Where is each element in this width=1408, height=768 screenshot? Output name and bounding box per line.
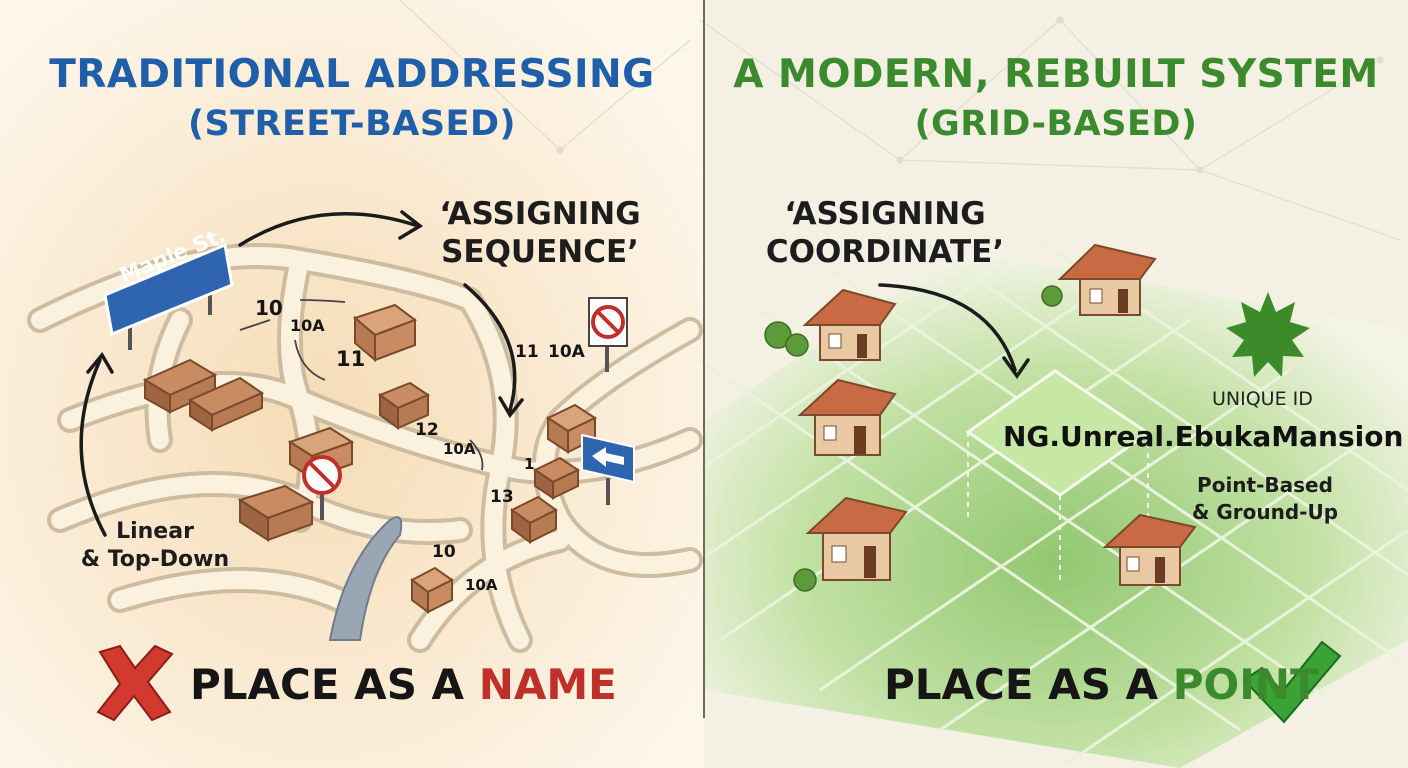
no-entry-sign-icon	[302, 455, 342, 520]
left-conclusion: PLACE AS A NAME	[190, 660, 617, 709]
house-number: 11	[336, 347, 366, 371]
check-mark-icon	[1242, 640, 1342, 724]
house-number: 13	[490, 487, 514, 507]
house-number: 10A	[443, 440, 476, 458]
building	[532, 456, 581, 500]
small-sequence-arrows	[239, 299, 484, 471]
unique-id-label: UNIQUE ID	[1212, 388, 1313, 410]
house-number: 10	[255, 296, 283, 320]
house	[805, 496, 908, 581]
grid-ground	[704, 250, 1408, 768]
building	[142, 358, 218, 414]
house	[1102, 513, 1197, 586]
starburst-icon	[1226, 292, 1310, 377]
house-number: 12	[415, 420, 439, 440]
left-arrow-sign-icon	[581, 433, 635, 505]
building	[237, 484, 315, 542]
right-side-note: Point-Based & Ground-Up	[1191, 473, 1339, 524]
left-title: TRADITIONAL ADDRESSING	[49, 52, 655, 97]
unique-id-value: NG.Unreal.EbukaMansion	[1003, 420, 1404, 453]
building	[510, 495, 558, 544]
right-conclusion: PLACE AS A POINT	[884, 660, 1319, 709]
house-number: 10A	[548, 342, 585, 362]
building	[352, 303, 418, 363]
house-number: 1	[524, 455, 535, 473]
right-title: A MODERN, REBUILT SYSTEM	[733, 52, 1379, 97]
building	[187, 376, 265, 432]
street-sign	[103, 242, 234, 350]
no-pedestrian-sign-icon	[588, 297, 628, 372]
point-highlight: POINT	[1172, 660, 1319, 709]
coordinate-annotation: ‘ASSIGNING COORDINATE’	[765, 196, 1005, 270]
network-pattern	[399, 0, 1401, 241]
building	[377, 381, 431, 430]
left-subtitle: (STREET-BASED)	[187, 104, 517, 144]
house-number: 10A	[290, 316, 325, 335]
building	[410, 566, 454, 614]
house	[1057, 243, 1157, 316]
trees	[764, 285, 1063, 592]
house	[802, 288, 897, 361]
flow-arrows	[79, 210, 1030, 537]
house-number: 10A	[465, 576, 498, 594]
house-number: 11	[515, 342, 539, 362]
house	[797, 378, 897, 456]
name-highlight: NAME	[478, 660, 617, 709]
sequence-annotation: ‘ASSIGNING SEQUENCE’	[439, 196, 641, 270]
right-subtitle: (GRID-BASED)	[914, 104, 1198, 144]
left-side-note: Linear & Top-Down	[80, 519, 230, 572]
cross-mark-icon	[96, 644, 174, 722]
house-number: 10	[432, 542, 456, 562]
river	[328, 516, 403, 641]
